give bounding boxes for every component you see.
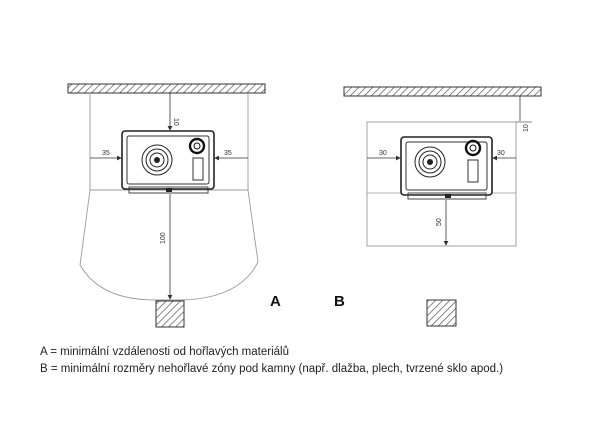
clearance-zone-a bbox=[79, 93, 259, 301]
wall-b bbox=[343, 86, 542, 97]
diagram-a: 10 35 35 100 A bbox=[67, 83, 281, 328]
hatch-block-a bbox=[155, 300, 185, 328]
dim-front-a: 100 bbox=[160, 232, 167, 244]
nonflammable-zone-b bbox=[366, 121, 517, 247]
dim-left-b: 30 bbox=[379, 150, 387, 157]
label-b: B bbox=[334, 293, 345, 310]
legend-a: A = minimální vzdálenosti od hořlavých m… bbox=[40, 346, 289, 358]
dim-right-b: 30 bbox=[497, 150, 505, 157]
stove-a bbox=[121, 130, 215, 194]
stove-b bbox=[400, 136, 493, 200]
hatch-block-b bbox=[426, 299, 457, 327]
dim-top-a: 10 bbox=[172, 118, 179, 126]
diagram-b: 10 30 30 50 B bbox=[334, 86, 542, 327]
dim-top-b: 10 bbox=[523, 124, 530, 132]
legend-b: B = minimální rozměry nehořlavé zóny pod… bbox=[40, 363, 504, 375]
label-a: A bbox=[270, 293, 281, 310]
dim-right-a: 35 bbox=[224, 150, 232, 157]
dim-front-b: 50 bbox=[436, 218, 443, 226]
wall-a bbox=[67, 83, 266, 94]
dim-left-a: 35 bbox=[102, 150, 110, 157]
